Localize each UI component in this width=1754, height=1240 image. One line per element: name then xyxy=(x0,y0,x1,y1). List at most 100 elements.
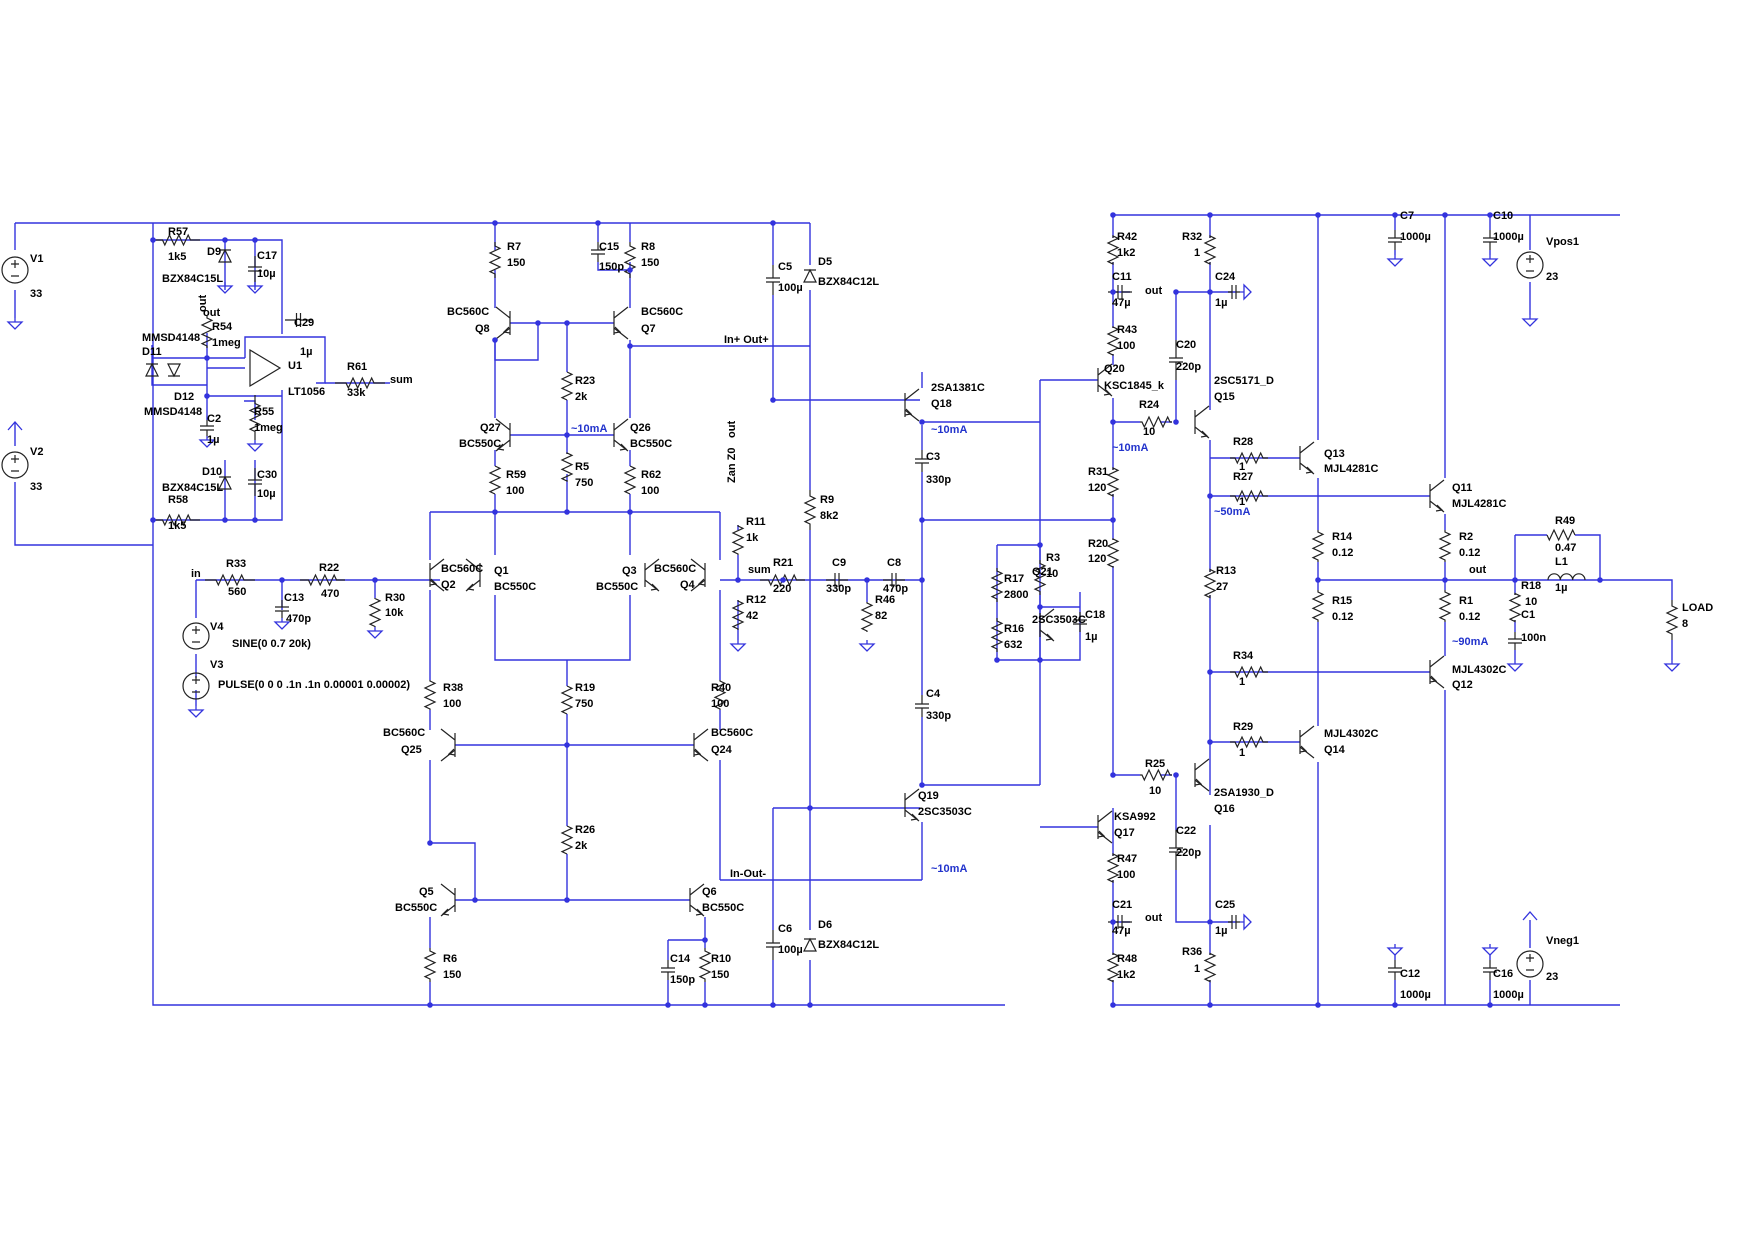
r61-resistor-icon xyxy=(335,376,385,390)
component-label: C21 xyxy=(1112,899,1132,911)
component-label: 1k2 xyxy=(1117,247,1135,259)
component-label: R13 xyxy=(1216,565,1236,577)
junction-dot xyxy=(1392,1002,1398,1008)
junction-dot xyxy=(1315,212,1321,218)
component-label: R5 xyxy=(575,461,589,473)
arrow-icon xyxy=(466,583,475,591)
component-label: Q14 xyxy=(1324,744,1346,756)
r38-resistor-icon xyxy=(423,680,437,710)
component-label: 120 xyxy=(1088,482,1106,494)
r49-resistor-icon xyxy=(1546,528,1576,542)
v1-source-icon xyxy=(1,256,29,284)
component-label: Q20 xyxy=(1104,363,1125,375)
c29-capacitor-icon xyxy=(285,313,312,327)
junction-dot xyxy=(252,517,258,523)
component-label: 330p xyxy=(926,710,951,722)
component-label: 100 xyxy=(1117,869,1135,881)
component-label: BC560C xyxy=(641,306,683,318)
component-label: Q6 xyxy=(702,886,717,898)
d11-diode-icon xyxy=(145,362,159,377)
polarity-icon xyxy=(11,260,19,277)
component-label: MJL4302C xyxy=(1324,728,1378,740)
component-label: 2k xyxy=(575,391,588,403)
junction-dot xyxy=(564,742,570,748)
component-label: out xyxy=(1145,285,1162,297)
component-label: R43 xyxy=(1117,324,1137,336)
junction-dot xyxy=(222,237,228,243)
component-label: 330p xyxy=(926,474,951,486)
c7-capacitor-icon xyxy=(1388,230,1402,250)
component-label: Q24 xyxy=(711,744,733,756)
component-label: MJL4281C xyxy=(1324,463,1378,475)
q13-transistor-icon xyxy=(1299,441,1315,475)
ground-icon xyxy=(187,706,205,718)
vneg1-source-icon xyxy=(1516,950,1544,978)
component-label: 100µ xyxy=(778,282,803,294)
component-label: D5 xyxy=(818,256,832,268)
component-label: 10k xyxy=(385,607,404,619)
component-label: 27 xyxy=(1216,581,1228,593)
component-label: sum xyxy=(390,374,413,386)
component-label: 1 xyxy=(1239,676,1245,688)
junction-dot xyxy=(472,897,478,903)
ground-icon xyxy=(273,618,291,630)
q24-transistor-icon xyxy=(693,728,709,762)
component-label: R10 xyxy=(711,953,731,965)
component-label: 0.12 xyxy=(1459,547,1480,559)
d12-diode-icon xyxy=(167,363,181,378)
junction-dot xyxy=(627,343,633,349)
component-label: 100 xyxy=(1117,340,1135,352)
r23-resistor-icon xyxy=(560,371,574,401)
component-label: R18 xyxy=(1521,580,1541,592)
r47-resistor-icon xyxy=(1106,853,1120,883)
component-label: Q27 xyxy=(480,422,501,434)
junction-dot xyxy=(204,393,210,399)
component-label: 1 xyxy=(1194,963,1200,975)
component-label: BZX84C15L xyxy=(162,273,223,285)
arrow-icon xyxy=(441,908,450,916)
current-annotation: ~10mA xyxy=(571,423,607,435)
c17-capacitor-icon xyxy=(248,256,262,282)
component-label: 1meg xyxy=(254,422,283,434)
component-label: 150p xyxy=(599,261,624,273)
junction-dot xyxy=(492,509,498,515)
component-label: C10 xyxy=(1493,210,1513,222)
polarity-icon xyxy=(11,455,19,472)
d9-zener-icon xyxy=(218,248,232,263)
v4-source-icon xyxy=(182,622,210,650)
wire xyxy=(1600,579,1673,600)
d5-zener-icon xyxy=(803,268,817,283)
component-label: In+ Out+ xyxy=(724,334,769,346)
component-label: R2 xyxy=(1459,531,1473,543)
component-label: R48 xyxy=(1117,953,1137,965)
component-label: R25 xyxy=(1145,758,1165,770)
component-label: 23 xyxy=(1546,271,1558,283)
r25-resistor-icon xyxy=(1140,768,1172,782)
r13-resistor-icon xyxy=(1203,568,1217,599)
ground-icon xyxy=(1386,944,1404,956)
junction-dot xyxy=(1512,577,1518,583)
r33-resistor-icon xyxy=(205,573,255,587)
r6-resistor-icon xyxy=(423,948,437,982)
arrow-icon xyxy=(1194,778,1203,786)
component-label: 8 xyxy=(1682,618,1688,630)
component-label: C9 xyxy=(832,557,846,569)
r29-resistor-icon xyxy=(1230,735,1268,749)
component-label: 2k xyxy=(575,840,588,852)
component-label: U1 xyxy=(288,360,302,372)
component-label: 0.12 xyxy=(1332,547,1353,559)
r1-resistor-icon xyxy=(1438,590,1452,622)
component-label: C24 xyxy=(1215,271,1236,283)
component-label: R36 xyxy=(1182,946,1202,958)
component-label: 23 xyxy=(1546,971,1558,983)
r26-resistor-icon xyxy=(560,825,574,855)
component-label: Q13 xyxy=(1324,448,1345,460)
component-label: PULSE(0 0 0 .1n .1n 0.00001 0.00002) xyxy=(218,679,410,691)
component-label: 1k xyxy=(746,532,759,544)
junction-dot xyxy=(1207,739,1213,745)
q17-transistor-icon xyxy=(1097,810,1113,844)
junction-dot xyxy=(1173,772,1179,778)
arrow-icon xyxy=(650,583,659,591)
c15-capacitor-icon xyxy=(591,242,605,262)
component-label: MJL4302C xyxy=(1452,664,1506,676)
